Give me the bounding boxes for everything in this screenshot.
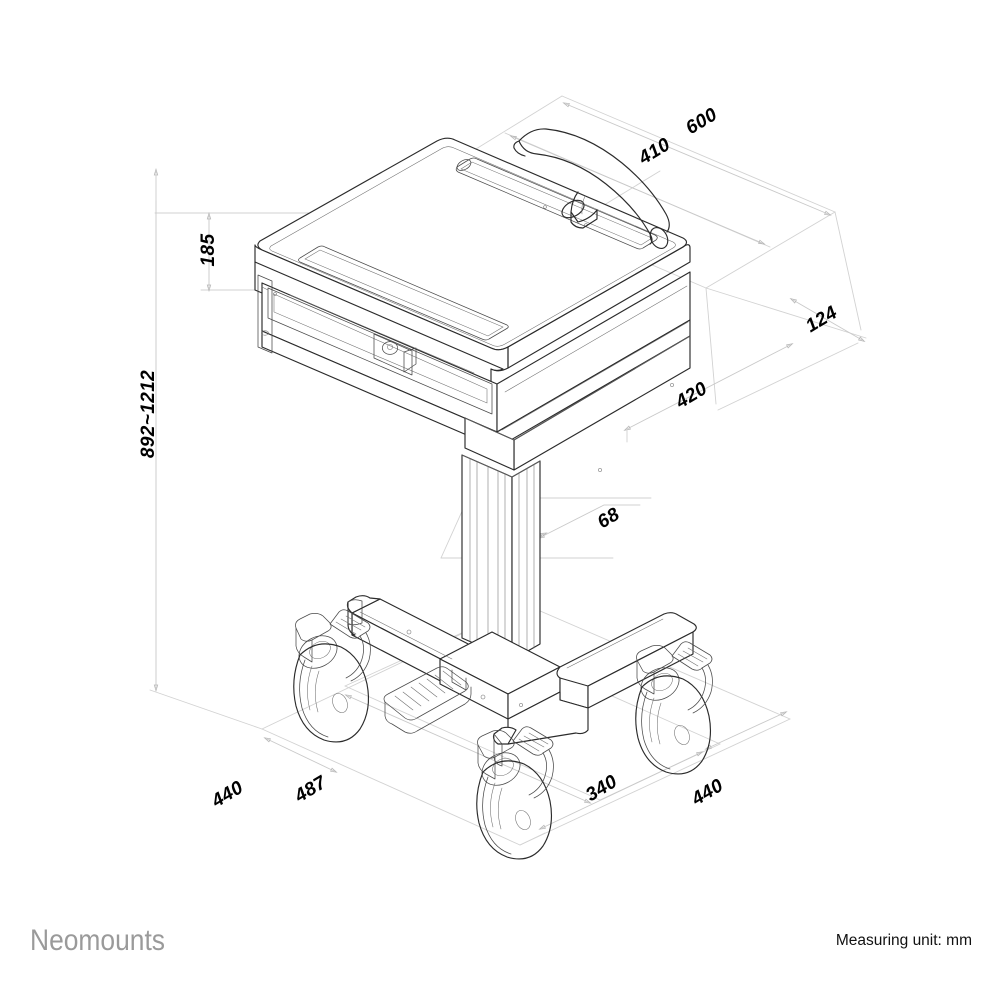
dimension-line-440-left xyxy=(263,737,338,773)
measuring-unit-note: Measuring unit: mm xyxy=(835,932,972,949)
dimension-line-68 xyxy=(537,504,605,539)
keyboard-rail xyxy=(298,245,509,341)
worktop xyxy=(254,137,691,372)
foot-pedal xyxy=(383,666,472,734)
dimension-line-340 xyxy=(538,751,704,830)
dimension-line-440-right xyxy=(704,711,788,750)
brand-logo: Neomounts xyxy=(30,924,166,957)
dimension-label-185: 185 xyxy=(198,233,219,267)
dimension-line-124 xyxy=(789,297,866,343)
dimension-line-420 xyxy=(623,343,794,431)
caster-front-left xyxy=(293,609,371,743)
enclosure xyxy=(254,261,691,472)
caster-right xyxy=(635,641,713,775)
base-frame xyxy=(346,595,697,767)
dimension-line-410 xyxy=(509,135,766,245)
push-handle xyxy=(513,128,670,249)
caster-front xyxy=(476,726,554,860)
dimension-label-892-1212: 892~1212 xyxy=(138,369,159,459)
footer-bar: Neomounts Measuring unit: mm xyxy=(0,904,1000,1000)
lift-column xyxy=(461,454,541,661)
drawer-front xyxy=(257,274,493,415)
